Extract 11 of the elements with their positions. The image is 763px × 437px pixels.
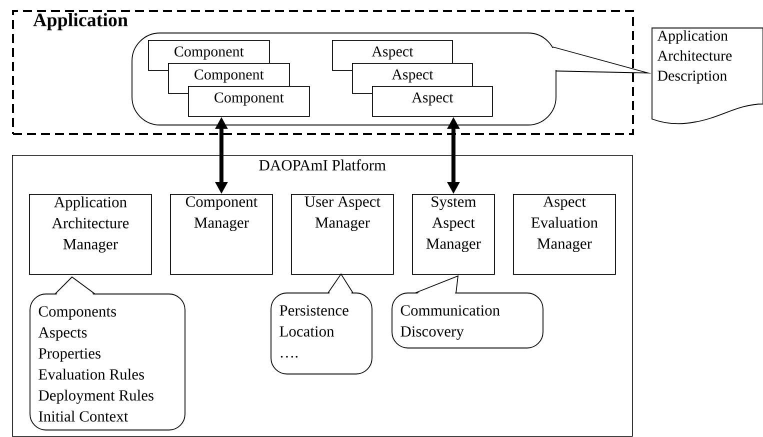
manager-box: Application Architecture Manager — [29, 194, 152, 275]
manager-box: Component Manager — [170, 194, 273, 275]
callout-bubble: Persistence Location …. — [270, 273, 372, 374]
callout-bubble — [132, 32, 652, 126]
manager-box: System Aspect Manager — [412, 194, 495, 275]
callout-bubble: Components Aspects Properties Evaluation Rules Deployment Rules Initial Context — [30, 276, 186, 430]
manager-box: Aspect Evaluation Manager — [513, 194, 616, 275]
stacked-card: Aspect — [372, 86, 493, 117]
manager-box: User Aspect Manager — [291, 194, 394, 275]
stacked-card: Component — [188, 86, 310, 117]
callout-bubble: Communication Discovery — [392, 275, 544, 348]
